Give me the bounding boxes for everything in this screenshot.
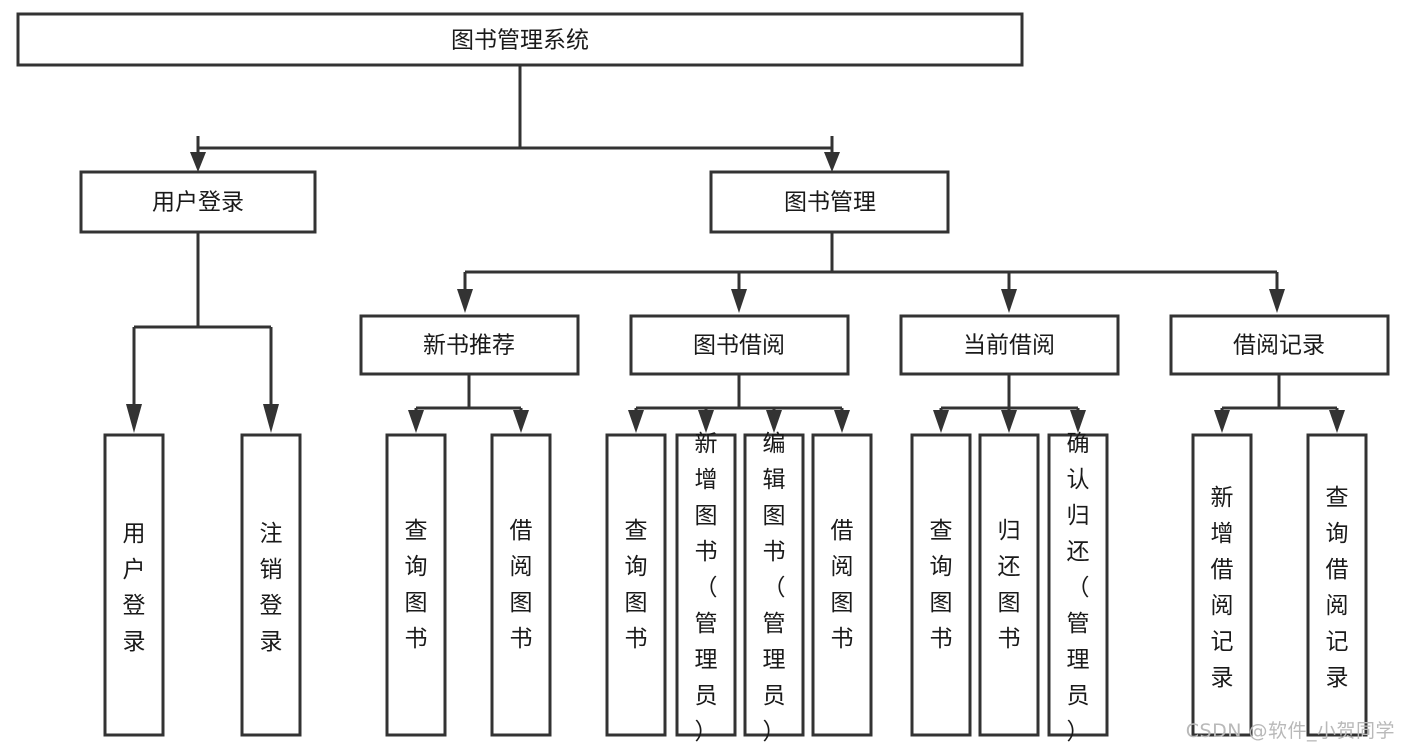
node-leaf-borrow-book-2-box[interactable] (811, 433, 873, 737)
node-leaf-borrow-book-1-label: 借阅图书 (510, 518, 533, 652)
node-leaf-borrow-book-2[interactable]: 借阅图书 (811, 433, 873, 737)
arrowhead-leaf-query-record (1329, 410, 1345, 433)
node-leaf-return-book-box[interactable] (978, 433, 1040, 737)
node-book-manage-box[interactable] (709, 170, 950, 234)
arrowhead-leaf-edit-book (766, 410, 782, 433)
node-leaf-return-book-label: 归还图书 (998, 518, 1021, 652)
node-book-borrow-box[interactable] (629, 314, 850, 376)
node-leaf-add-record-label: 新增借阅记录 (1211, 485, 1234, 691)
arrowhead-user-login (190, 152, 206, 172)
arrowhead-leaf-query-book-2 (628, 410, 644, 433)
arrowhead-current-borrow (1001, 289, 1017, 313)
node-leaf-query-book-3-box[interactable] (910, 433, 972, 737)
node-leaf-query-record-box[interactable] (1306, 433, 1368, 737)
node-leaf-user-logout[interactable]: 注销登录 (240, 433, 302, 737)
node-leaf-add-record[interactable]: 新增借阅记录 (1191, 433, 1253, 737)
node-user-login[interactable]: 用户登录 (79, 170, 317, 234)
arrowhead-leaf-add-record (1214, 410, 1230, 433)
node-current-borrow-box[interactable] (899, 314, 1120, 376)
node-leaf-query-book-1-box[interactable] (385, 433, 447, 737)
node-leaf-query-book-2-box[interactable] (605, 433, 667, 737)
node-leaf-user-logout-label: 注销登录 (260, 521, 283, 655)
arrowhead-new-book-recommend (457, 289, 473, 313)
node-borrow-record[interactable]: 借阅记录 (1169, 314, 1390, 376)
node-leaf-query-book-1[interactable]: 查询图书 (385, 433, 447, 737)
node-leaf-query-book-3[interactable]: 查询图书 (910, 433, 972, 737)
node-new-book-recommend-label: 新书推荐 (423, 333, 515, 359)
arrowhead-leaf-borrow-book-2 (834, 410, 850, 433)
node-root-label: 图书管理系统 (451, 28, 589, 54)
node-current-borrow[interactable]: 当前借阅 (899, 314, 1120, 376)
node-leaf-edit-book-box[interactable] (743, 433, 805, 737)
node-leaf-query-book-2-label: 查询图书 (625, 518, 648, 652)
node-leaf-query-record-label: 查询借阅记录 (1326, 485, 1349, 691)
node-leaf-borrow-book-1[interactable]: 借阅图书 (490, 433, 552, 737)
node-book-borrow[interactable]: 图书借阅 (629, 314, 850, 376)
node-leaf-query-book-3-label: 查询图书 (930, 518, 953, 652)
connector-layer (126, 65, 1345, 433)
node-borrow-record-label: 借阅记录 (1233, 333, 1325, 359)
arrowhead-leaf-query-book-1 (408, 410, 424, 433)
node-leaf-add-record-box[interactable] (1191, 433, 1253, 737)
node-leaf-add-book-box[interactable] (675, 433, 737, 737)
node-leaf-confirm-return-box[interactable] (1047, 433, 1109, 737)
node-book-manage[interactable]: 图书管理 (709, 170, 950, 234)
arrowhead-book-manage (824, 152, 840, 172)
arrowhead-leaf-confirm-return (1070, 410, 1086, 433)
arrowhead-leaf-query-book-3 (933, 410, 949, 433)
node-book-borrow-label: 图书借阅 (693, 333, 785, 359)
csdn-watermark: CSDN @软件_小贺同学 (1185, 720, 1395, 742)
node-new-book-recommend-box[interactable] (359, 314, 580, 376)
node-root[interactable]: 图书管理系统 (16, 12, 1024, 67)
node-leaf-add-book-label: 新增图书（管理员） (695, 431, 718, 745)
node-leaf-edit-book-label: 编辑图书（管理员） (763, 431, 786, 745)
arrowhead-leaf-borrow-book-1 (513, 410, 529, 433)
node-borrow-record-box[interactable] (1169, 314, 1390, 376)
node-user-login-box[interactable] (79, 170, 317, 234)
node-root-box[interactable] (16, 12, 1024, 67)
arrowhead-leaf-user-logout (263, 404, 279, 433)
node-leaf-user-login-label: 用户登录 (123, 521, 146, 655)
node-leaf-query-book-1-label: 查询图书 (405, 518, 428, 652)
node-leaf-user-login-box[interactable] (103, 433, 165, 737)
arrowhead-leaf-return-book (1001, 410, 1017, 433)
node-leaf-confirm-return-label: 确认归还（管理员） (1067, 431, 1090, 745)
arrowhead-borrow-record (1269, 289, 1285, 313)
node-leaf-borrow-book-1-box[interactable] (490, 433, 552, 737)
node-current-borrow-label: 当前借阅 (963, 333, 1055, 359)
node-leaf-query-book-2[interactable]: 查询图书 (605, 433, 667, 737)
node-leaf-user-logout-box[interactable] (240, 433, 302, 737)
arrowhead-leaf-user-login (126, 404, 142, 433)
node-leaf-borrow-book-2-label: 借阅图书 (831, 518, 854, 652)
node-leaf-return-book[interactable]: 归还图书 (978, 433, 1040, 737)
node-leaf-query-record[interactable]: 查询借阅记录 (1306, 433, 1368, 737)
node-leaf-confirm-return[interactable]: 确认归还（管理员） (1047, 431, 1109, 745)
node-user-login-label: 用户登录 (152, 190, 244, 216)
node-book-manage-label: 图书管理 (784, 190, 876, 216)
arrowhead-leaf-add-book (698, 410, 714, 433)
arrowhead-book-borrow (731, 289, 747, 313)
node-leaf-edit-book[interactable]: 编辑图书（管理员） (743, 431, 805, 745)
node-new-book-recommend[interactable]: 新书推荐 (359, 314, 580, 376)
node-leaf-add-book[interactable]: 新增图书（管理员） (675, 431, 737, 745)
node-leaf-user-login[interactable]: 用户登录 (103, 433, 165, 737)
